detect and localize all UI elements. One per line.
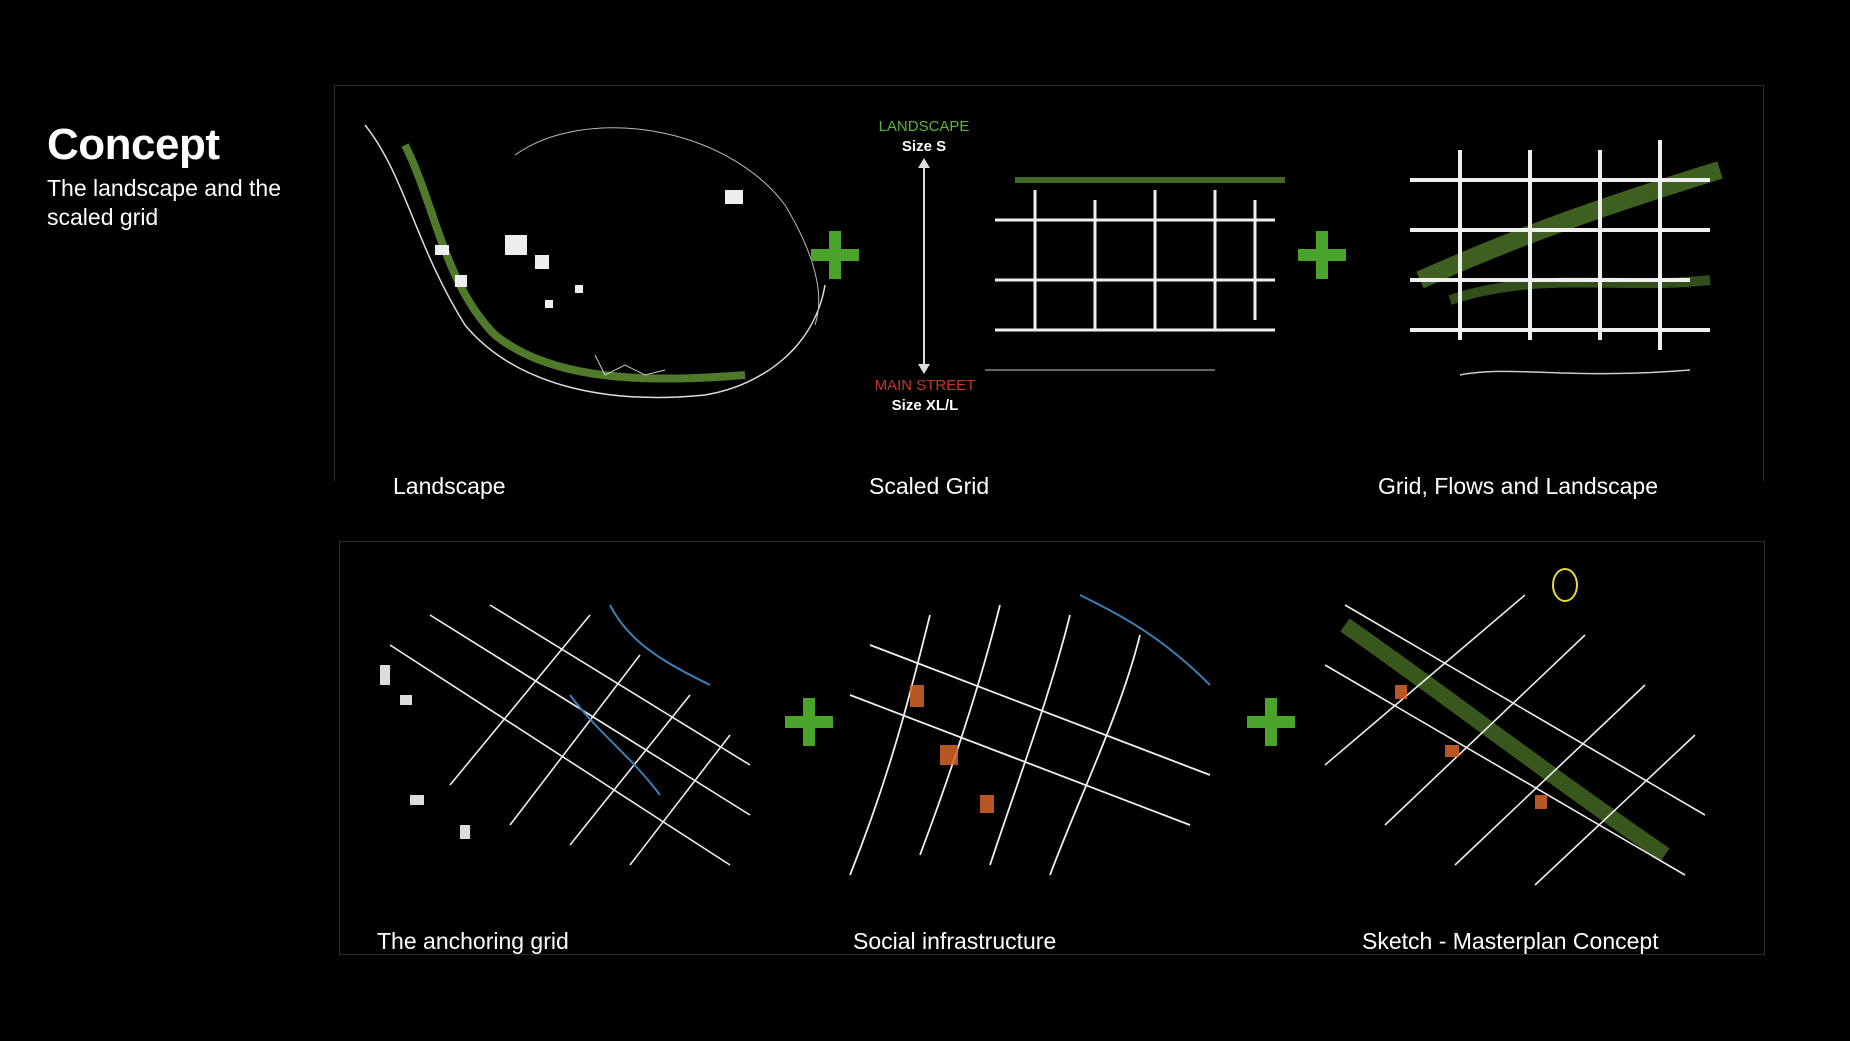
caption-landscape: Landscape <box>393 473 506 499</box>
plus-icon <box>1298 231 1346 279</box>
caption-scaled-grid: Scaled Grid <box>869 473 990 499</box>
legend-main-street-size: Size XL/L <box>891 397 959 414</box>
caption-anchoring-grid: The anchoring grid <box>377 928 569 954</box>
scaled-grid-legend-bottom: MAIN STREET Size XL/L <box>860 376 990 416</box>
anchoring-grid-sketch <box>370 585 770 875</box>
page-title: Concept <box>47 120 220 169</box>
scale-arrow <box>918 158 930 374</box>
legend-landscape-size: Size S <box>901 138 947 155</box>
legend-landscape-label: LANDSCAPE <box>878 118 970 135</box>
caption-social-infrastructure: Social infrastructure <box>853 928 1057 954</box>
plus-icon <box>1247 698 1295 746</box>
concept-row-top <box>334 85 1764 481</box>
social-infrastructure-sketch <box>830 575 1230 885</box>
scaled-grid-legend-top: LANDSCAPE Size S <box>868 117 980 157</box>
grid-flows-landscape-sketch <box>1390 130 1730 410</box>
landscape-sketch <box>345 85 835 465</box>
plus-icon <box>785 698 833 746</box>
masterplan-concept-sketch <box>1305 565 1715 895</box>
caption-masterplan-concept: Sketch - Masterplan Concept <box>1362 928 1659 954</box>
caption-grid-flows-landscape: Grid, Flows and Landscape <box>1378 473 1658 499</box>
scaled-grid-sketch <box>975 140 1295 390</box>
concept-row-bottom <box>339 541 1765 955</box>
legend-main-street-label: MAIN STREET <box>874 377 976 394</box>
page-subtitle: The landscape and the scaled grid <box>47 175 282 230</box>
plus-icon <box>811 231 859 279</box>
